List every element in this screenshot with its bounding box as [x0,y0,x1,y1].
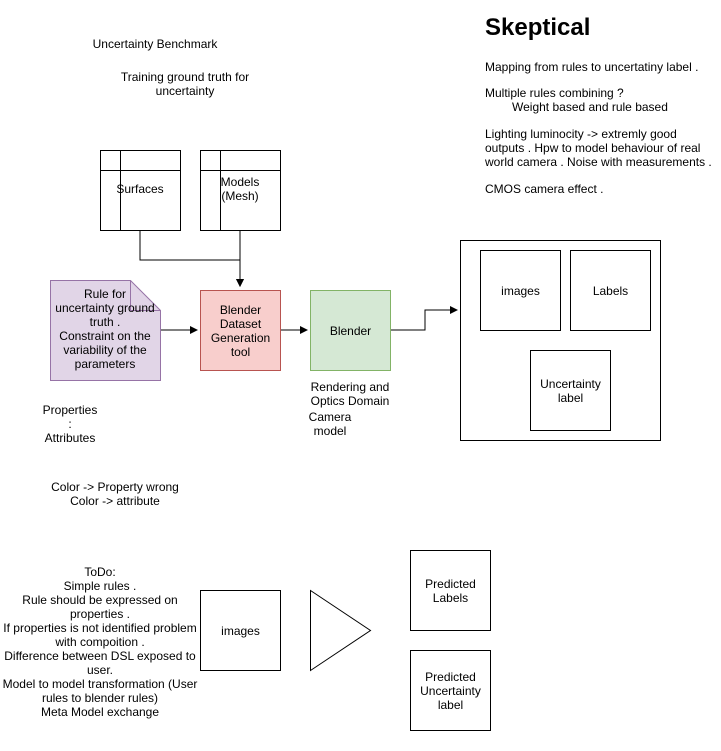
surfaces-box[interactable] [100,150,181,231]
images-bottom-box[interactable]: images [200,590,281,671]
generator-label: Blender Dataset Generation tool [210,302,271,359]
edge-surfaces-generator [139,230,244,287]
labels-box[interactable]: Labels [570,250,651,331]
color-annotation: Color -> Property wrong Color -> attribu… [51,480,179,508]
predicted-labels-box[interactable]: Predicted Labels [410,550,491,631]
uncertainty-label-text: Uncertainty label [540,376,601,405]
page-title: Skeptical [485,14,591,41]
edge-blender-output [390,306,458,331]
note-multiple: Multiple rules combining ? [485,86,624,100]
rendering-annotation: Rendering and Optics Domain [310,380,390,408]
predicted-uncertainty-box[interactable]: Predicted Uncertainty label [410,650,491,731]
output-container[interactable] [460,240,661,441]
camera-annotation: Camera model [308,410,352,438]
rule-label: Rule for uncertainty ground truth . Cons… [55,287,155,371]
predicted-labels-text: Predicted Labels [425,576,476,605]
rule-note-shape[interactable] [50,280,161,381]
models-label: Models (Mesh) [220,175,260,203]
uncertainty-label-box[interactable]: Uncertainty label [530,350,611,431]
blender-box[interactable]: Blender [310,290,391,371]
models-box[interactable] [200,150,281,231]
blender-label: Blender [329,323,372,338]
predictor-triangle[interactable] [310,589,372,672]
labels-label: Labels [592,283,629,298]
benchmark-label: Uncertainty Benchmark [92,37,218,51]
note-mapping: Mapping from rules to uncertatiny label … [485,60,699,74]
images-label: images [501,283,540,298]
predicted-uncertainty-text: Predicted Uncertainty label [420,669,481,712]
note-lighting: Lighting luminocity -> extremly good out… [485,127,712,169]
images-box[interactable]: images [480,250,561,331]
note-cmos: CMOS camera effect . [485,182,604,196]
properties-annotation: Properties : Attributes [42,403,98,445]
generator-box[interactable]: Blender Dataset Generation tool [200,290,281,371]
todo-annotation: ToDo: Simple rules . Rule should be expr… [2,565,198,719]
training-label: Training ground truth for uncertainty [120,70,250,98]
surfaces-label: Surfaces [116,182,164,196]
images-bottom-label: images [221,623,260,638]
note-weight: Weight based and rule based [512,100,668,114]
